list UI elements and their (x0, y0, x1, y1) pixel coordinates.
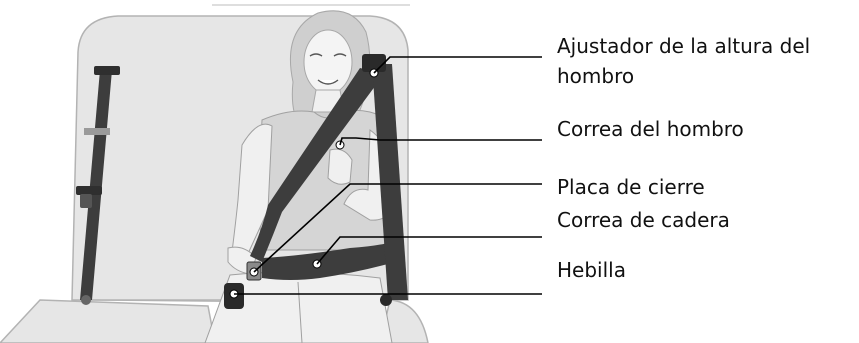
label-latch-plate: Placa de cierre (557, 172, 705, 202)
label-line: Correa del hombro (557, 114, 744, 144)
label-line: Hebilla (557, 255, 626, 285)
label-line: Placa de cierre (557, 172, 705, 202)
label-line: Correa de cadera (557, 205, 730, 235)
face (304, 30, 352, 94)
label-lap-strap: Correa de cadera (557, 205, 730, 235)
label-line: hombro (557, 61, 810, 91)
label-shoulder-height-adjuster: Ajustador de la altura del hombro (557, 31, 810, 91)
buckle (224, 283, 244, 309)
label-buckle: Hebilla (557, 255, 626, 285)
label-line: Ajustador de la altura del (557, 31, 810, 61)
right-anchor (380, 294, 392, 306)
label-shoulder-strap: Correa del hombro (557, 114, 744, 144)
